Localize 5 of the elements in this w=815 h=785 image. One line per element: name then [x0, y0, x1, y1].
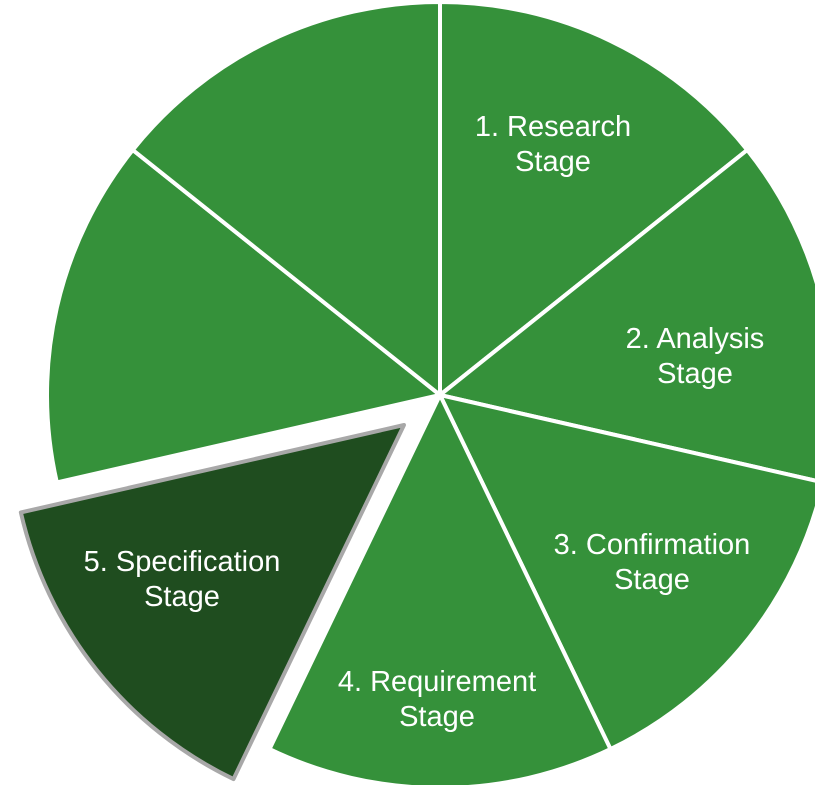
stage-label: 4. Requirement Stage — [336, 665, 538, 735]
stage-label: 5. Specification Stage — [82, 545, 282, 615]
stage-label: 1. Research Stage — [474, 110, 632, 180]
stage-label: 2. Analysis Stage — [624, 322, 766, 392]
stage-label: 3. Confirmation Stage — [552, 528, 752, 598]
